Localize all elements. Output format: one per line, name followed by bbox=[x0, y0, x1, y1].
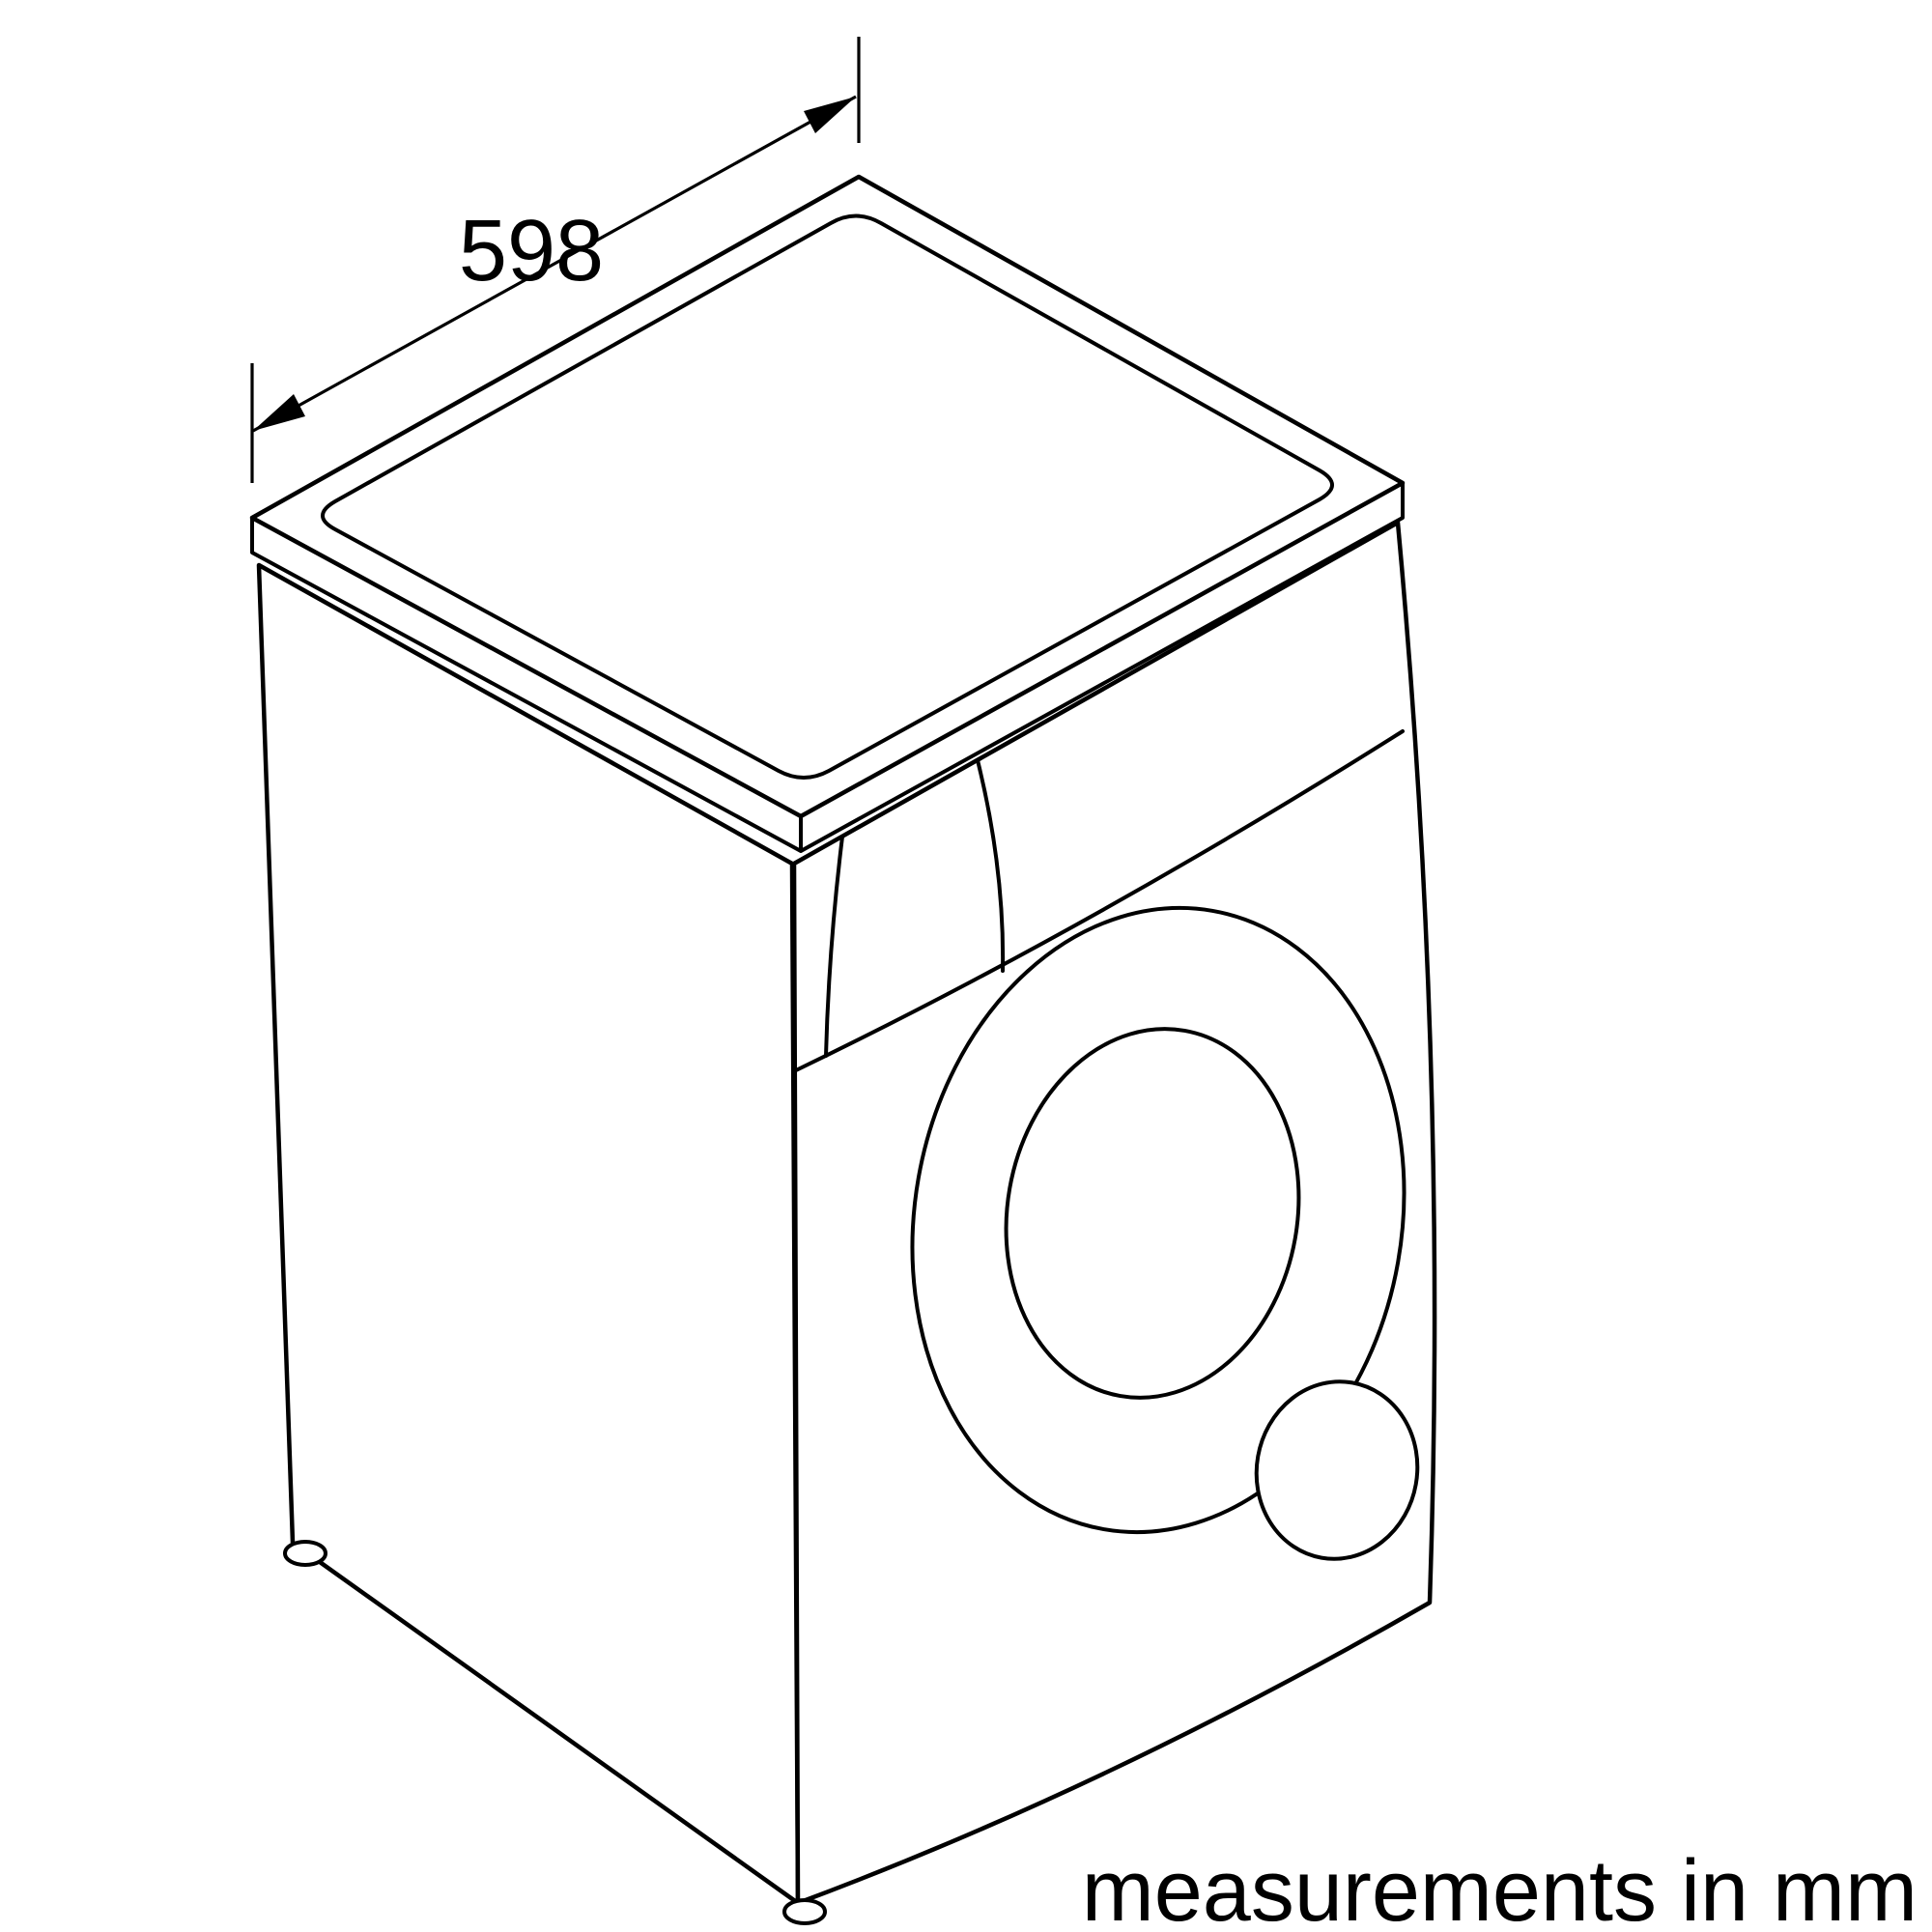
foot-front bbox=[782, 1898, 827, 1925]
washing-machine-drawing bbox=[249, 174, 1437, 1925]
front-corner-line bbox=[824, 835, 844, 1058]
control-panel-line bbox=[794, 729, 1405, 1072]
arrowhead-upper bbox=[804, 97, 856, 133]
dimension-arrow-line bbox=[252, 95, 857, 433]
dimension-598: 598 bbox=[250, 37, 861, 483]
top-panel-lip bbox=[250, 481, 1405, 853]
foot-left bbox=[283, 1540, 327, 1567]
service-flap bbox=[1254, 1379, 1420, 1561]
top-panel-inset bbox=[321, 213, 1334, 780]
dimension-label: 598 bbox=[459, 203, 604, 299]
arrowhead-lower bbox=[253, 394, 305, 431]
door-window bbox=[1004, 1027, 1301, 1400]
units-note: measurements in mm bbox=[1082, 1843, 1918, 1932]
detergent-drawer-line bbox=[976, 758, 1006, 973]
